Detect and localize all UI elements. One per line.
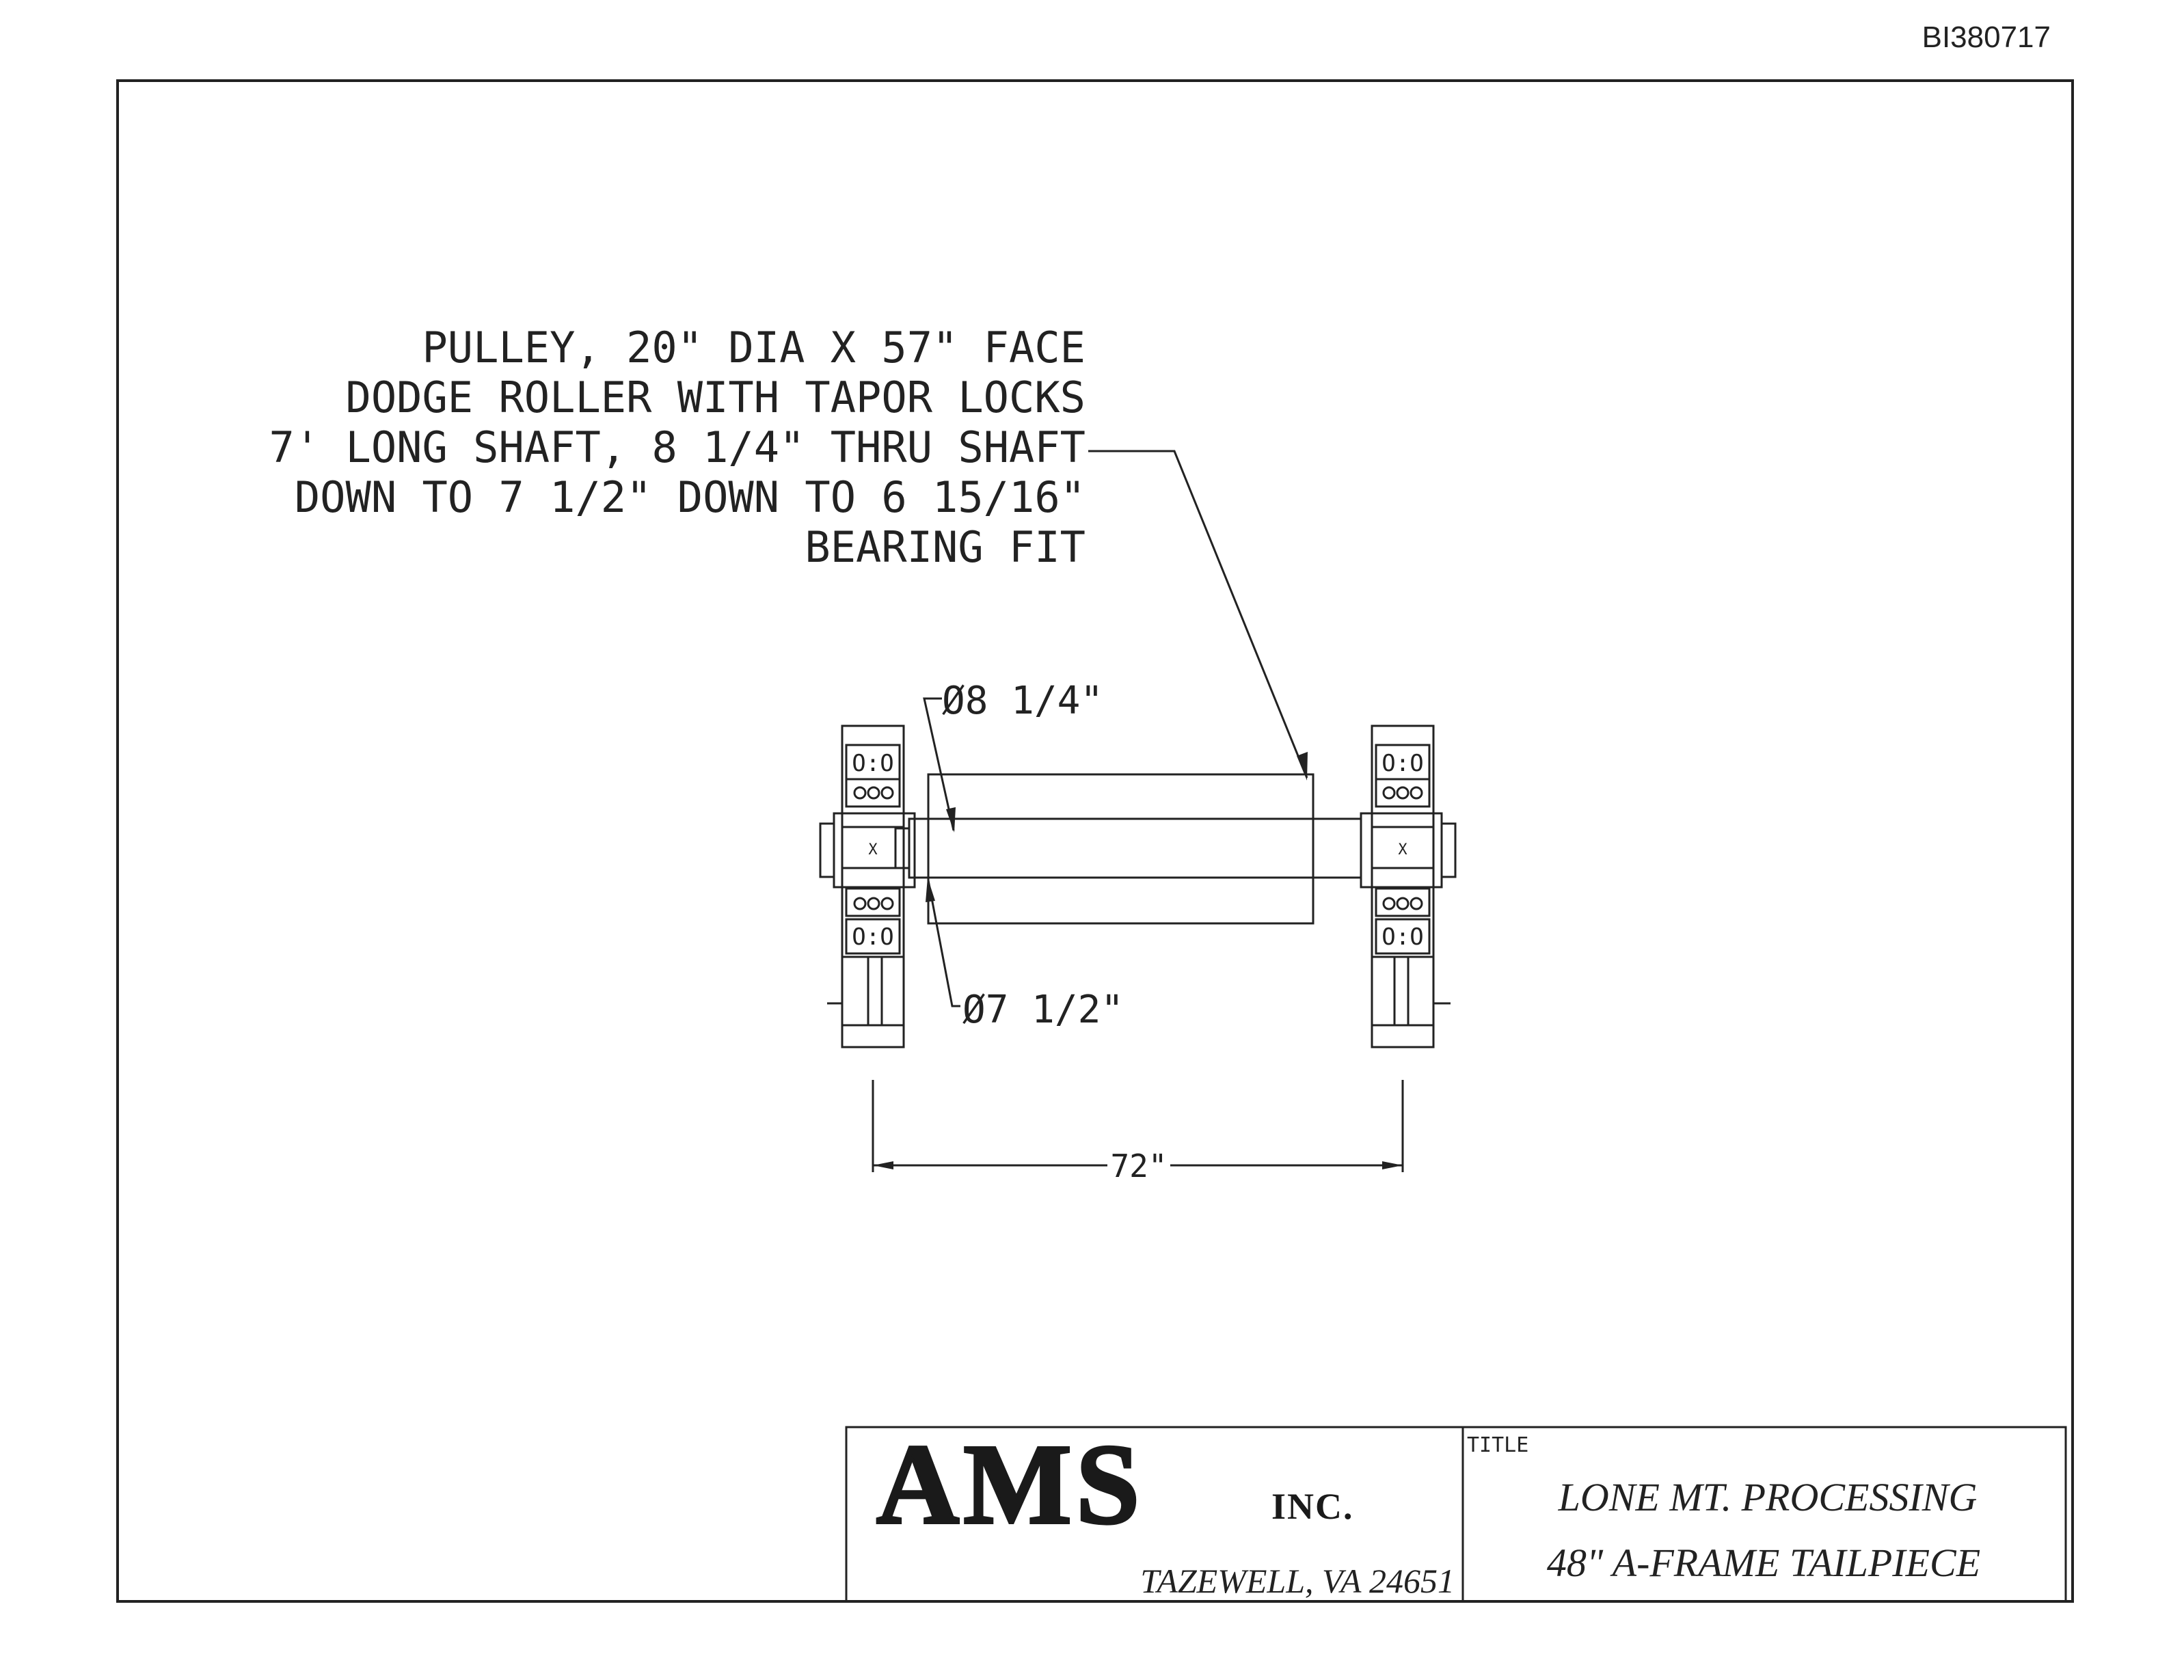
pulley-drum [927, 773, 1315, 925]
company-logo: AMS INC. [875, 1420, 1354, 1549]
bearing-right-mark-top: O:O [1381, 750, 1423, 777]
shaft-dia-label: Ø8 1/4" [942, 679, 1103, 723]
bearing-left [819, 724, 916, 1048]
note-line-1: PULLEY, 20" DIA X 57" FACE [422, 323, 1086, 372]
title-label: TITLE [1467, 1433, 1528, 1457]
reduced-dia-label: Ø7 1/2" [962, 988, 1124, 1032]
document-number: BI380717 [1922, 21, 2051, 54]
bearing-right-mark-center: X [1398, 841, 1407, 858]
bearing-left-mark-bottom: O:O [852, 923, 893, 951]
bearing-right [1360, 724, 1457, 1048]
note-line-4: DOWN TO 7 1/2" DOWN TO 6 15/16" [295, 472, 1086, 522]
bearing-left-mark-top: O:O [852, 750, 893, 777]
note-line-5: BEARING FIT [805, 522, 1086, 572]
note-leader [1088, 450, 1308, 781]
bearing-right-mark-bottom: O:O [1381, 923, 1423, 951]
company-logo-text: AMS [876, 1421, 1144, 1548]
title-block [845, 1426, 2067, 1603]
reduced-dia-leader [926, 878, 960, 1007]
title-line-1: LONE MT. PROCESSING [1558, 1475, 1978, 1519]
title-line-2: 48" A-FRAME TAILPIECE [1547, 1541, 1980, 1585]
shaft [894, 817, 1362, 879]
overall-length-label: 72" [1110, 1148, 1167, 1184]
company-location: TAZEWELL, VA 24651 [1140, 1562, 1455, 1600]
shaft-dia-leader [923, 697, 956, 832]
bearing-left-mark-center: X [868, 841, 878, 858]
note-line-2: DODGE ROLLER WITH TAPOR LOCKS [346, 372, 1086, 422]
pulley-note: PULLEY, 20" DIA X 57" FACE DODGE ROLLER … [269, 323, 1086, 572]
sheet-border [116, 79, 2074, 1603]
company-logo-suffix: INC. [1271, 1486, 1354, 1527]
overall-length-dimension [872, 1080, 1404, 1172]
note-line-3: 7' LONG SHAFT, 8 1/4" THRU SHAFT [269, 422, 1086, 472]
